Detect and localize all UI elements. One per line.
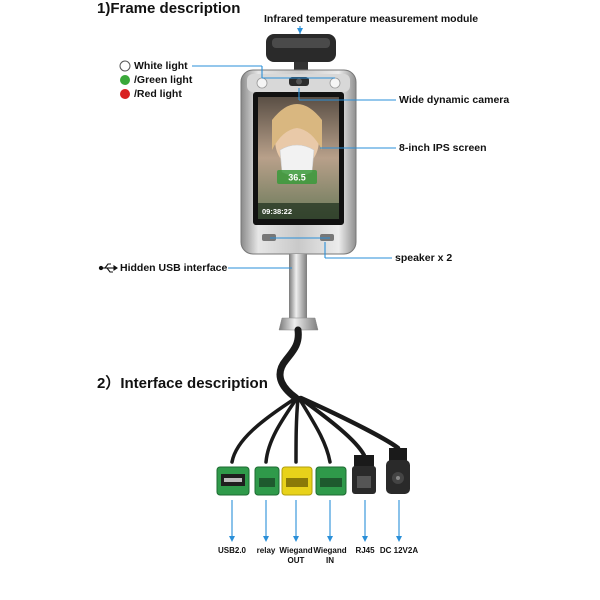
connector-relay: [254, 466, 280, 496]
interface-rj45-label: RJ45: [355, 546, 375, 555]
white-light-label: White light: [134, 60, 188, 72]
red-light-label: /Red light: [134, 88, 182, 100]
camera-label: Wide dynamic camera: [399, 94, 510, 106]
ir-module: [266, 34, 336, 74]
green-light-dot: [120, 75, 130, 85]
pole: [278, 254, 319, 331]
connector-wiegand-in: [315, 466, 347, 496]
white-light-dot: [119, 60, 131, 72]
interface-usb-label: USB2.0: [217, 546, 246, 555]
connector-rj45: [352, 455, 376, 494]
screen-temperature: 36.5: [288, 173, 306, 183]
callout-arrowheads: [229, 28, 402, 542]
connector-usb: [216, 466, 250, 496]
interface-relay-label: relay: [256, 546, 276, 555]
section2-title: 2）Interface description: [97, 375, 268, 392]
screen-label: 8-inch IPS screen: [399, 142, 487, 154]
section1-title: 1)Frame description: [97, 0, 241, 17]
screen-clock: 09:38:22: [262, 207, 292, 216]
usb-hidden-label: Hidden USB interface: [120, 262, 228, 274]
cable-bundle: [230, 326, 401, 464]
green-light-label: /Green light: [134, 74, 193, 86]
interface-dc-label: DC 12V2A: [379, 546, 419, 555]
connector-wiegand-out: [281, 466, 313, 496]
usb-icon: [98, 263, 118, 273]
callout-lines: [192, 26, 400, 540]
connector-dc: [386, 448, 410, 494]
ir-module-label: Infrared temperature measurement module: [264, 13, 479, 25]
speaker-label: speaker x 2: [395, 252, 453, 264]
red-light-dot: [120, 89, 130, 99]
